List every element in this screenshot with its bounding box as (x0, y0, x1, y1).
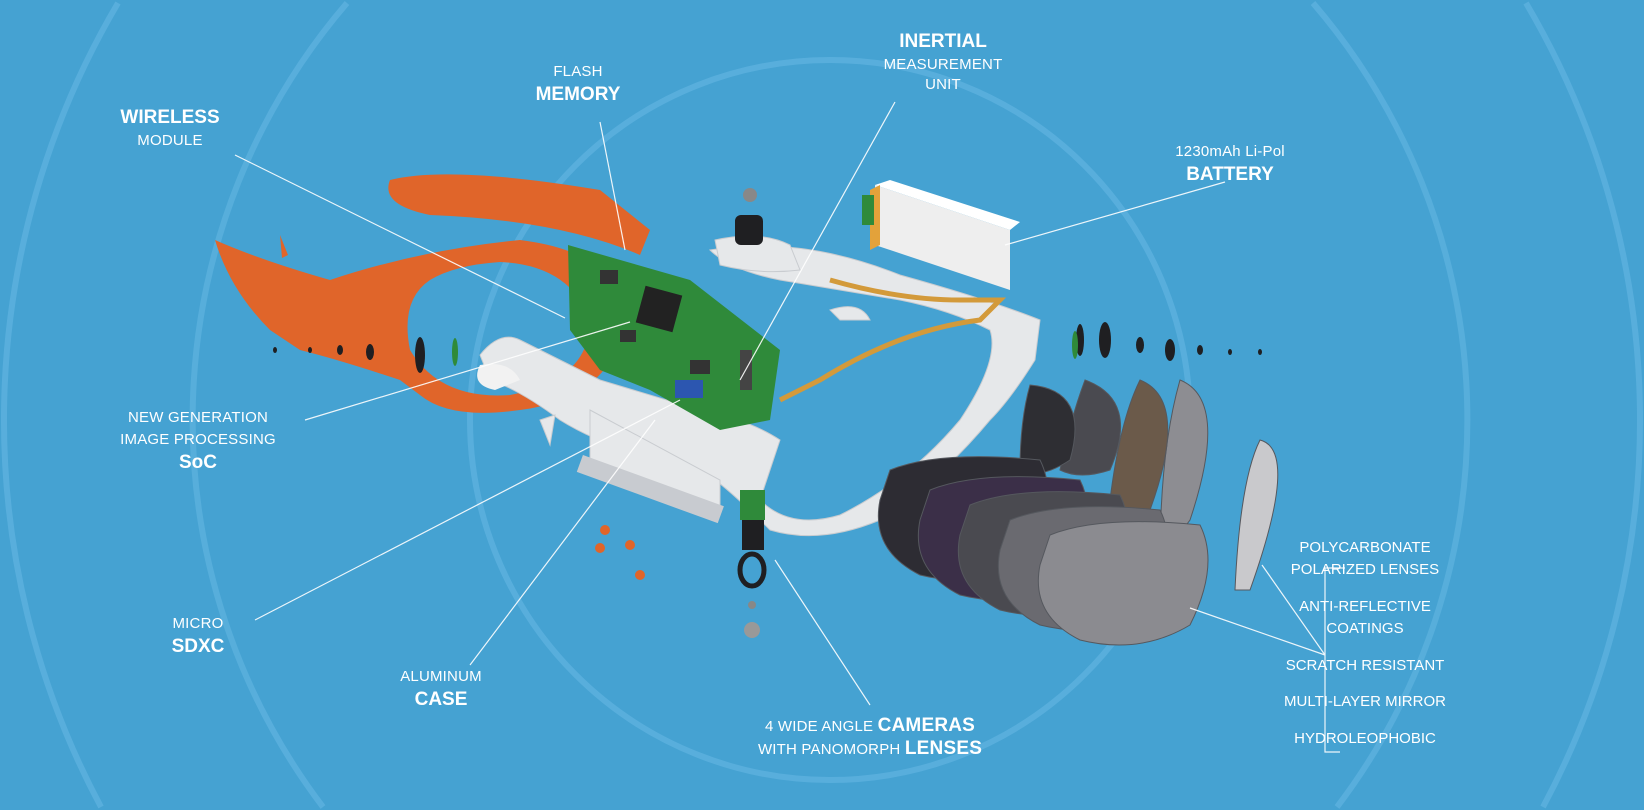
flex-cable (778, 277, 1007, 403)
orange-frame (215, 174, 650, 413)
circuit-board (568, 245, 780, 430)
label-inertial-measurement-unit: INERTIAL MEASUREMENT UNIT (884, 32, 1003, 92)
battery (862, 180, 1020, 290)
label-bold: LENSES (904, 738, 983, 759)
label-flash-memory: FLASH MEMORY (536, 64, 621, 104)
label-wireless-module: WIRELESS MODULE (120, 108, 219, 148)
label-sub: WITH PANOMORPH (757, 741, 901, 758)
lens-feature: MULTI-LAYER MIRROR (1284, 693, 1446, 710)
label-bold: CASE (414, 689, 468, 710)
lens-feature: ANTI-REFLECTIVE (1299, 598, 1431, 615)
camera-modules (273, 188, 1262, 638)
leader-lines (234, 101, 1345, 753)
label-sub: FLASH (553, 63, 603, 80)
lens-stack (877, 379, 1279, 646)
label-sub: MEASUREMENT (883, 56, 1003, 73)
label-soc: NEW GENERATION IMAGE PROCESSING SoC (120, 410, 276, 472)
label-sub: IMAGE PROCESSING (120, 431, 276, 448)
label-sub: UNIT (925, 76, 961, 93)
label-bold: BATTERY (1186, 164, 1274, 185)
label-sub: MICRO (172, 615, 224, 632)
label-battery: 1230mAh Li-Pol BATTERY (1175, 144, 1285, 184)
label-aluminum-case: ALUMINUM CASE (400, 669, 482, 709)
label-bold: SDXC (171, 636, 225, 657)
label-sub: MODULE (137, 132, 203, 149)
label-sub: NEW GENERATION (127, 409, 269, 426)
label-sub: ALUMINUM (400, 668, 482, 685)
label-cameras: 4 WIDE ANGLE CAMERAS WITH PANOMORPH LENS… (758, 716, 982, 758)
lens-feature: HYDROLEOPHOBIC (1294, 730, 1436, 747)
lens-feature: POLARIZED LENSES (1290, 561, 1440, 578)
label-micro-sdxc: MICRO SDXC (172, 616, 225, 656)
lens-feature: SCRATCH RESISTANT (1285, 657, 1445, 674)
label-line-2: WITH PANOMORPH LENSES (758, 739, 982, 758)
label-bold: SoC (178, 452, 217, 473)
lens-feature: POLYCARBONATE (1299, 539, 1431, 556)
ring-middle-right (1310, 1, 1471, 809)
label-line-1: 4 WIDE ANGLE CAMERAS (758, 716, 982, 735)
label-sub: 1230mAh Li-Pol (1175, 143, 1285, 160)
label-bold: INERTIAL (899, 31, 987, 52)
lens-feature: COATINGS (1326, 620, 1404, 637)
label-sub: 4 WIDE ANGLE (764, 718, 874, 735)
ring-outer-left (1, 1, 121, 809)
label-bold: MEMORY (535, 84, 621, 105)
label-bold: CAMERAS (877, 715, 976, 736)
ring-outer-right (1523, 1, 1643, 809)
ring-middle-left (189, 1, 350, 809)
label-bold: WIRELESS (120, 107, 220, 128)
